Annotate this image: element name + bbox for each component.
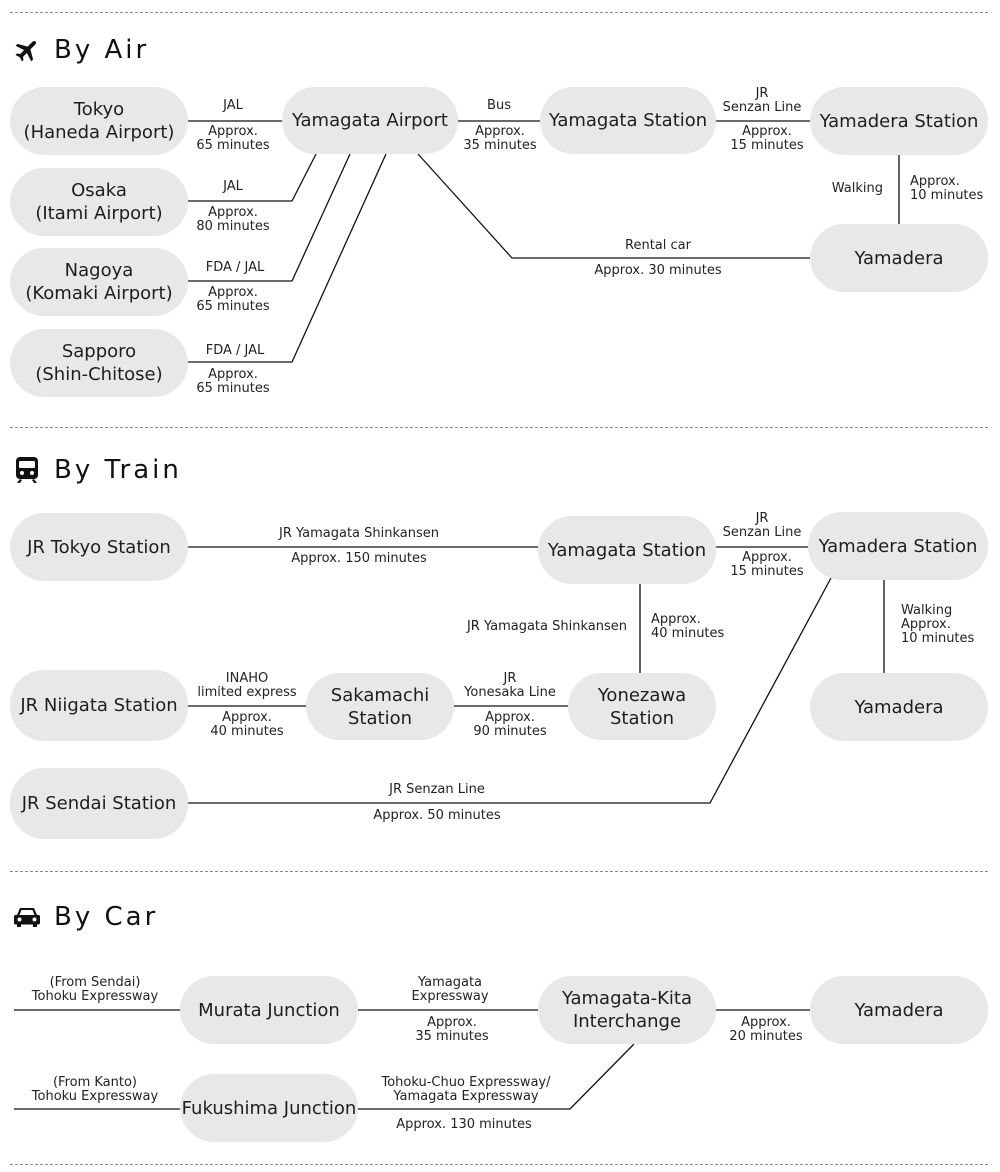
train-inaho-line-label: INAHO limited express <box>197 671 297 700</box>
train-shinkansen-line-label: JR Yamagata Shinkansen <box>278 526 440 541</box>
air-title: By Air <box>54 35 150 65</box>
divider-air-train <box>10 427 988 428</box>
train-section-title: By Train <box>14 450 182 490</box>
node-jr-tokyo-station: JR Tokyo Station <box>10 513 188 581</box>
node-murata-junction: Murata Junction <box>180 976 358 1044</box>
train-yonesaka-time-label: Approx. 90 minutes <box>473 710 547 739</box>
train-sendai-line-label: JR Senzan Line <box>389 782 485 797</box>
train-yonezawa-line-label: JR Yamagata Shinkansen <box>466 619 627 634</box>
node-sapporo: Sapporo (Shin-Chitose) <box>10 329 188 397</box>
car-chuo-time-label: Approx. 130 minutes <box>396 1117 532 1132</box>
airplane-icon <box>14 37 40 63</box>
node-osaka-itami: Osaka (Itami Airport) <box>10 168 188 236</box>
node-yamadera-station-air: Yamadera Station <box>810 87 988 155</box>
air-sapporo-time-label: Approx. 65 minutes <box>196 367 270 396</box>
node-nagoya-komaki: Nagoya (Komaki Airport) <box>10 248 188 316</box>
air-walk-time-label: Approx. 10 minutes <box>910 174 984 203</box>
air-nagoya-time-label: Approx. 65 minutes <box>196 285 270 314</box>
car-expressway-time-label: Approx. 35 minutes <box>415 1015 489 1044</box>
air-osaka-line <box>188 153 317 202</box>
node-yamadera-air: Yamadera <box>810 224 988 292</box>
node-tokyo-haneda: Tokyo (Haneda Airport) <box>10 87 188 155</box>
node-jr-niigata-station: JR Niigata Station <box>10 670 188 741</box>
car-from-sendai-label: (From Sendai) Tohoku Expressway <box>31 975 159 1004</box>
train-yonezawa-time-label: Approx. 40 minutes <box>651 612 725 641</box>
car-expressway-line-label: Yamagata Expressway <box>411 975 489 1004</box>
train-inaho-time-label: Approx. 40 minutes <box>210 710 284 739</box>
air-tokyo-time-label: Approx. 65 minutes <box>196 124 270 153</box>
train-senzan-time-label: Approx. 15 minutes <box>730 550 804 579</box>
air-walk-line-label: Walking <box>831 181 883 196</box>
node-jr-sendai-station: JR Sendai Station <box>10 768 188 839</box>
air-sapporo-line <box>188 153 387 363</box>
node-yamagata-kita-interchange: Yamagata-Kita Interchange <box>538 976 716 1044</box>
train-senzan-line-label: JR Senzan Line <box>722 511 802 540</box>
train-title: By Train <box>54 455 182 485</box>
air-nagoya-line <box>188 153 351 282</box>
air-bus-line-label: Bus <box>487 98 511 113</box>
node-yamagata-station-air: Yamagata Station <box>540 87 716 154</box>
car-from-kanto-label: (From Kanto) Tohoku Expressway <box>31 1075 159 1104</box>
train-sendai-time-label: Approx. 50 minutes <box>373 808 501 823</box>
air-sapporo-line-label: FDA / JAL <box>205 343 265 358</box>
node-yamagata-station-train: Yamagata Station <box>538 516 716 584</box>
air-nagoya-line-label: FDA / JAL <box>205 260 265 275</box>
train-yonesaka-line-label: JR Yonesaka Line <box>464 671 556 700</box>
train-sendai-line <box>188 577 832 804</box>
car-chuo-line-label: Tohoku-Chuo Expressway/ Yamagata Express… <box>381 1075 551 1104</box>
air-bus-time-label: Approx. 35 minutes <box>463 124 537 153</box>
node-yamagata-airport: Yamagata Airport <box>282 87 458 154</box>
divider-bottom <box>10 1164 988 1165</box>
air-osaka-line-label: JAL <box>223 179 243 194</box>
car-title: By Car <box>54 902 159 932</box>
divider-train-car <box>10 871 988 872</box>
air-section-title: By Air <box>14 30 149 70</box>
air-osaka-time-label: Approx. 80 minutes <box>196 205 270 234</box>
air-rental-time-label: Approx. 30 minutes <box>594 263 722 278</box>
air-rental-line <box>417 153 810 259</box>
train-walk-label: Walking Approx. 10 minutes <box>901 603 975 646</box>
air-senzan-time-label: Approx. 15 minutes <box>730 124 804 153</box>
divider-top <box>10 12 988 13</box>
node-sakamachi-station: Sakamachi Station <box>306 673 454 740</box>
air-senzan-line-label: JR Senzan Line <box>722 86 802 115</box>
air-rental-line-label: Rental car <box>625 238 691 253</box>
node-yamadera-station-train: Yamadera Station <box>808 512 988 580</box>
train-shinkansen-time-label: Approx. 150 minutes <box>291 551 427 566</box>
car-icon <box>14 904 40 930</box>
node-fukushima-junction: Fukushima Junction <box>180 1074 358 1142</box>
car-section-title: By Car <box>14 897 158 937</box>
air-tokyo-line-label: JAL <box>223 98 243 113</box>
node-yonezawa-station: Yonezawa Station <box>568 673 716 740</box>
node-yamadera-car: Yamadera <box>810 976 988 1044</box>
train-icon <box>14 457 40 483</box>
car-kita-time-label: Approx. 20 minutes <box>729 1015 803 1044</box>
car-chuo-line <box>358 1043 635 1110</box>
node-yamadera-train: Yamadera <box>810 673 988 741</box>
